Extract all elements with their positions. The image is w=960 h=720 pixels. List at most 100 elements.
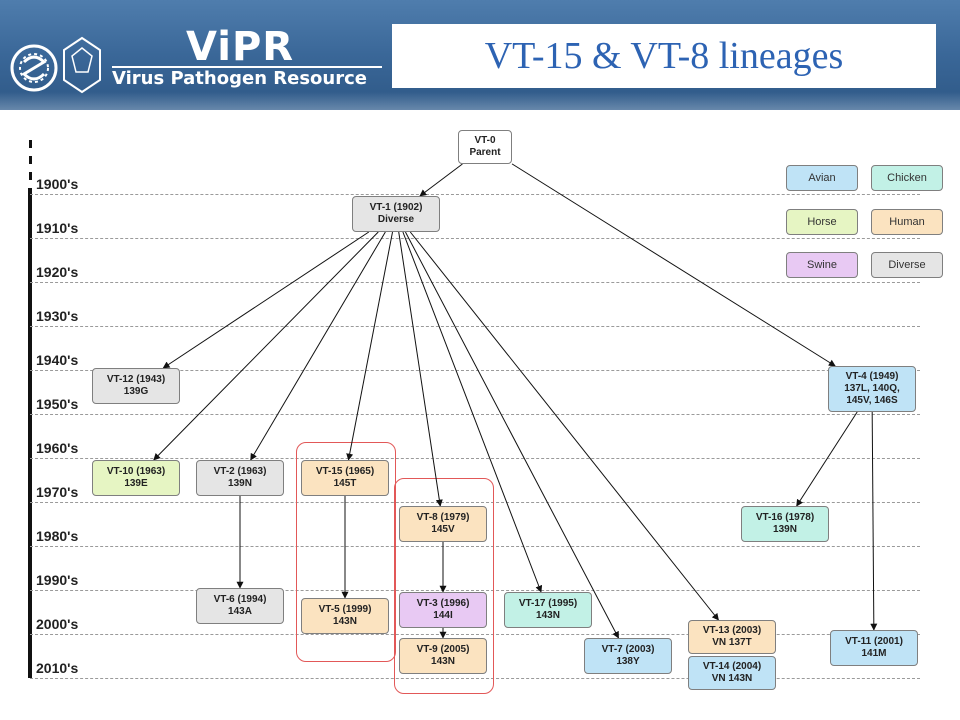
node-vt12: VT-12 (1943)139G [92,368,180,404]
decade-gridline [30,458,920,459]
decade-gridline [30,590,920,591]
decade-gridline [30,282,920,283]
node-sublabel: 143N [333,616,357,627]
edge-vt4-vt11 [870,411,878,631]
node-vt11: VT-11 (2001)141M [830,630,918,666]
node-label: VT-5 (1999) [318,604,372,615]
node-label: VT-6 (1994) [213,594,267,605]
header-banner: ViPR Virus Pathogen Resource VT-15 & VT-… [0,0,960,110]
legend-diverse: Diverse [871,252,943,278]
node-sublabel: 143A [228,606,252,617]
decade-label: 1940's [36,352,79,368]
decade-gridline [30,238,920,239]
decade-label: 1900's [36,176,79,192]
decade-label: 2010's [36,660,79,676]
node-vt5: VT-5 (1999)143N [301,598,389,634]
page-title: VT-15 & VT-8 lineages [484,35,844,77]
node-vt16: VT-16 (1978)139N [741,506,829,542]
edge-vt1-vt15 [346,231,394,461]
node-vt13: VT-13 (2003)VN 137T [688,620,776,654]
node-sublabel: 143N [536,610,560,621]
edge-vt0-vt4 [511,163,836,367]
brand-tagline: Virus Pathogen Resource [112,68,367,89]
node-label: VT-13 (2003) [702,625,762,636]
node-vt10: VT-10 (1963)139E [92,460,180,496]
brand-name: ViPR [186,24,295,70]
edge-vt1-vt8 [398,231,443,507]
node-sublabel: 141M [861,648,887,659]
node-sublabel: 144I [433,610,453,621]
node-sublabel: 139E [124,478,148,489]
node-vt15: VT-15 (1965)145T [301,460,389,496]
legend-human: Human [871,209,943,235]
node-label: VT-9 (2005) [416,644,470,655]
node-label: VT-0 [474,135,496,146]
node-sublabel: 139N [773,524,797,535]
node-sublabel: 138Y [616,656,640,667]
vt15-lineage-highlight [296,442,396,662]
decade-label: 1920's [36,264,79,280]
node-sublabel: Parent [469,147,501,158]
edge-vt1-vt17 [402,231,543,593]
node-vt9: VT-9 (2005)143N [399,638,487,674]
decade-gridline [30,678,920,679]
decade-label: 1980's [36,528,79,544]
timeline-dot [29,140,32,148]
timeline-dot [29,156,32,164]
node-sublabel: Diverse [377,214,415,225]
node-vt2: VT-2 (1963)139N [196,460,284,496]
node-vt1: VT-1 (1902)Diverse [352,196,440,232]
edge-vt1-vt7 [405,231,619,639]
decade-label: 1910's [36,220,79,236]
node-label: VT-1 (1902) [369,202,423,213]
node-vt14: VT-14 (2004)VN 143N [688,656,776,690]
legend-swine: Swine [786,252,858,278]
vt8-lineage-highlight [394,478,494,694]
title-box: VT-15 & VT-8 lineages [392,24,936,88]
node-vt3: VT-3 (1996)144I [399,592,487,628]
edge-vt1-vt13 [409,231,719,621]
legend-avian: Avian [786,165,858,191]
decade-label: 1950's [36,396,79,412]
decade-label: 2000's [36,616,79,632]
node-label: VT-8 (1979) [416,512,470,523]
node-sublabel: VN 137T [712,637,752,648]
decade-label: 1960's [36,440,79,456]
node-vt6: VT-6 (1994)143A [196,588,284,624]
node-label: VT-17 (1995) [518,598,578,609]
node-sublabel: VN 143N [711,673,753,684]
edge-vt0-vt1 [419,163,463,197]
tagline-rule [112,66,382,68]
edge-vt1-vt2 [250,231,386,461]
node-label: VT-11 (2001) [845,636,903,647]
edge-vt1-vt12 [162,231,370,369]
node-label: VT-10 (1963) [106,466,166,477]
node-label: VT-3 (1996) [416,598,470,609]
node-vt17: VT-17 (1995)143N [504,592,592,628]
node-sublabel: 139G [123,386,149,397]
decade-gridline [30,502,920,503]
legend-horse: Horse [786,209,858,235]
edge-vt1-vt10 [153,231,379,461]
decade-gridline [30,370,920,371]
node-label: VT-4 (1949) [845,371,899,382]
decade-gridline [30,634,920,635]
node-sublabel: 143N [431,656,455,667]
node-label: VT-14 (2004) [702,661,762,672]
decade-gridline [30,546,920,547]
node-sublabel: 137L, 140Q, [844,383,900,394]
node-sublabel: 145T [333,478,357,489]
timeline-axis [28,188,32,678]
node-vt8: VT-8 (1979)145V [399,506,487,542]
node-label: VT-2 (1963) [213,466,267,477]
node-label: VT-16 (1978) [755,512,815,523]
decade-label: 1930's [36,308,79,324]
node-sublabel: 145V, 146S [846,395,898,406]
decade-gridline [30,414,920,415]
decade-label: 1970's [36,484,79,500]
edge-vt4-vt16 [796,411,858,507]
timeline-dot [29,172,32,180]
legend-chicken: Chicken [871,165,943,191]
